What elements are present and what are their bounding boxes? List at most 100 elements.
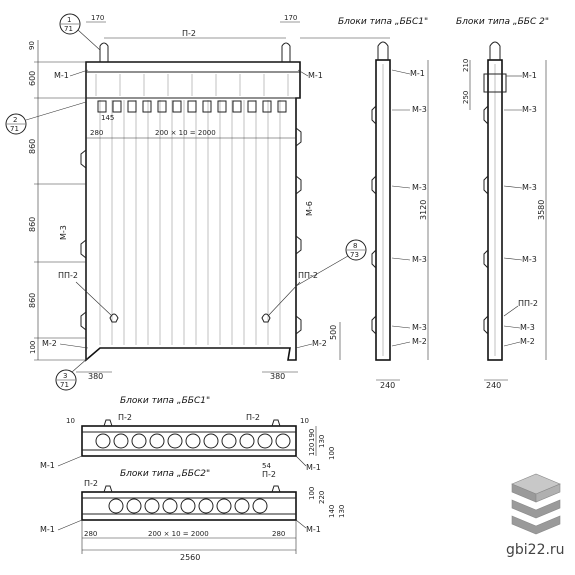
dim-plan-100: 100 [328, 447, 336, 460]
dim-plan-54: 54 [262, 462, 271, 470]
dim-plan-10-left: 10 [66, 417, 75, 425]
label-pp2-right: ПП-2 [298, 271, 318, 280]
label-m6-right: М-6 [305, 201, 314, 216]
callout-3-number: 3 [63, 372, 67, 380]
dim-left-860-a: 860 [28, 139, 37, 154]
dim-left-860-b: 860 [28, 217, 37, 232]
label-bbs1-m3-d: М-3 [412, 323, 427, 332]
panel-hatching [95, 74, 289, 345]
void-row [97, 100, 287, 113]
panel-outline [85, 61, 301, 362]
dim-plan-120: 120 [308, 443, 316, 456]
site-logo [511, 473, 561, 535]
dim-top-170-right: 170 [284, 14, 297, 22]
callout-8-number: 8 [353, 242, 357, 250]
pp2-loop-left [109, 313, 119, 323]
top-dimension: 170 170 П-2 [86, 14, 390, 39]
callout-2: 2 71 [5, 101, 87, 135]
dim-side-3120: 3120 [419, 200, 428, 220]
callout-2-number: 2 [13, 116, 17, 124]
label-bbs2-m3-d: М-3 [520, 323, 535, 332]
callout-1-sheet: 71 [64, 25, 73, 33]
label-bbs2-m3-a: М-3 [522, 105, 537, 114]
label-bbs2-m1: М-1 [522, 71, 537, 80]
title-bbs2: Блоки типа „ББС 2" [456, 17, 549, 27]
callout-1-number: 1 [67, 16, 71, 24]
plan-bbs2-holes [108, 498, 268, 514]
callout-3-sheet: 71 [60, 381, 69, 389]
label-plan2-p2-left: П-2 [84, 479, 98, 488]
dim-plan2-280-right: 280 [272, 530, 285, 538]
label-bbs1-m2: М-2 [412, 337, 427, 346]
label-plan-m1-right: М-1 [306, 463, 321, 472]
label-bbs1-m3-a: М-3 [412, 105, 427, 114]
front-elevation [80, 42, 302, 362]
dim-left-90: 90 [28, 41, 36, 50]
plan-bbs1-holes [95, 433, 291, 449]
label-m3-left: М-3 [59, 225, 68, 240]
callout-2-sheet: 71 [10, 125, 19, 133]
side-view-bbs1: Блоки типа „ББС1" М-1 М-3 М-3 М-3 М-3 М-… [338, 17, 429, 390]
label-plan-p2-right: П-2 [246, 413, 260, 422]
dim-plan2-280-left: 280 [84, 530, 97, 538]
dim-inner-2000: 200 × 10 = 2000 [155, 129, 216, 137]
dim-left-100: 100 [29, 341, 37, 354]
dim-bottom-380-right: 380 [270, 372, 285, 381]
label-bbs2-m3-b: М-3 [522, 183, 537, 192]
dim-plan-190: 190 [308, 429, 316, 442]
dim-side-240-b: 240 [486, 381, 501, 390]
plan-view-bbs2: Блоки типа „ББС2" П-2 П-2 54 М-1 М-1 100… [40, 462, 346, 562]
dim-bottom-380-left: 380 [88, 372, 103, 381]
label-bbs2-m3-c: М-3 [522, 255, 537, 264]
side-view-bbs2: Блоки типа „ББС 2" М-1 М-3 М-3 М-3 ПП-2 … [456, 17, 549, 390]
label-bbs2-m2: М-2 [520, 337, 535, 346]
dim-left-600: 600 [28, 71, 37, 86]
pp2-loop-right [261, 313, 271, 323]
dim-plan2-130: 130 [338, 505, 346, 518]
label-bbs1-m1: М-1 [410, 69, 425, 78]
label-m1-left: М-1 [54, 71, 69, 80]
title-plan-bbs2: Блоки типа „ББС2" [120, 469, 210, 479]
dim-side-210: 210 [462, 59, 470, 72]
label-bbs1-m3-b: М-3 [412, 183, 427, 192]
dim-side-240-a: 240 [380, 381, 395, 390]
lifting-loop-left [99, 42, 109, 62]
callout-3: 3 71 [55, 357, 89, 391]
label-plan-p2-left: П-2 [118, 413, 132, 422]
dim-inner-280: 280 [90, 129, 103, 137]
callout-1: 1 71 [59, 13, 101, 51]
dim-side-250: 250 [462, 91, 470, 104]
label-plan2-m1-left: М-1 [40, 525, 55, 534]
left-notches [80, 149, 87, 331]
label-m2-right: М-2 [312, 339, 327, 348]
label-m1-right: М-1 [308, 71, 323, 80]
label-p2-top: П-2 [182, 29, 196, 38]
label-plan-m1-left: М-1 [40, 461, 55, 470]
bottom-dimensions: 380 380 [76, 371, 298, 381]
label-plan2-m1-right: М-1 [306, 525, 321, 534]
dim-plan-130: 130 [318, 435, 326, 448]
dim-plan2-2560: 2560 [180, 553, 200, 562]
dim-pitch-145: 145 [101, 114, 114, 122]
dim-side-3580: 3580 [537, 200, 546, 220]
label-bbs2-pp2: ПП-2 [518, 299, 538, 308]
dim-right-500: 500 [329, 325, 338, 340]
right-notches [295, 127, 302, 335]
dim-plan2-140: 140 [328, 505, 336, 518]
left-dimension-chain: 90 600 860 860 860 100 [28, 40, 86, 361]
dim-plan2-2000: 200 × 10 = 2000 [148, 530, 209, 538]
callout-8: 8 73 [295, 239, 367, 287]
watermark-text: gbi22.ru [506, 542, 565, 558]
label-plan2-p2-right: П-2 [262, 470, 276, 479]
dim-plan-10-right: 10 [300, 417, 309, 425]
front-labels: М-1 М-1 М-3 М-6 ПП-2 ПП-2 М-2 М-2 500 [42, 69, 341, 360]
lifting-loop-right [281, 42, 291, 62]
label-m2-left: М-2 [42, 339, 57, 348]
dim-plan2-100: 100 [308, 487, 316, 500]
title-plan-bbs1: Блоки типа „ББС1" [120, 396, 210, 406]
callout-8-sheet: 73 [350, 251, 359, 259]
dim-top-170-left: 170 [91, 14, 104, 22]
inner-dimensions: 280 200 × 10 = 2000 145 [86, 114, 296, 139]
